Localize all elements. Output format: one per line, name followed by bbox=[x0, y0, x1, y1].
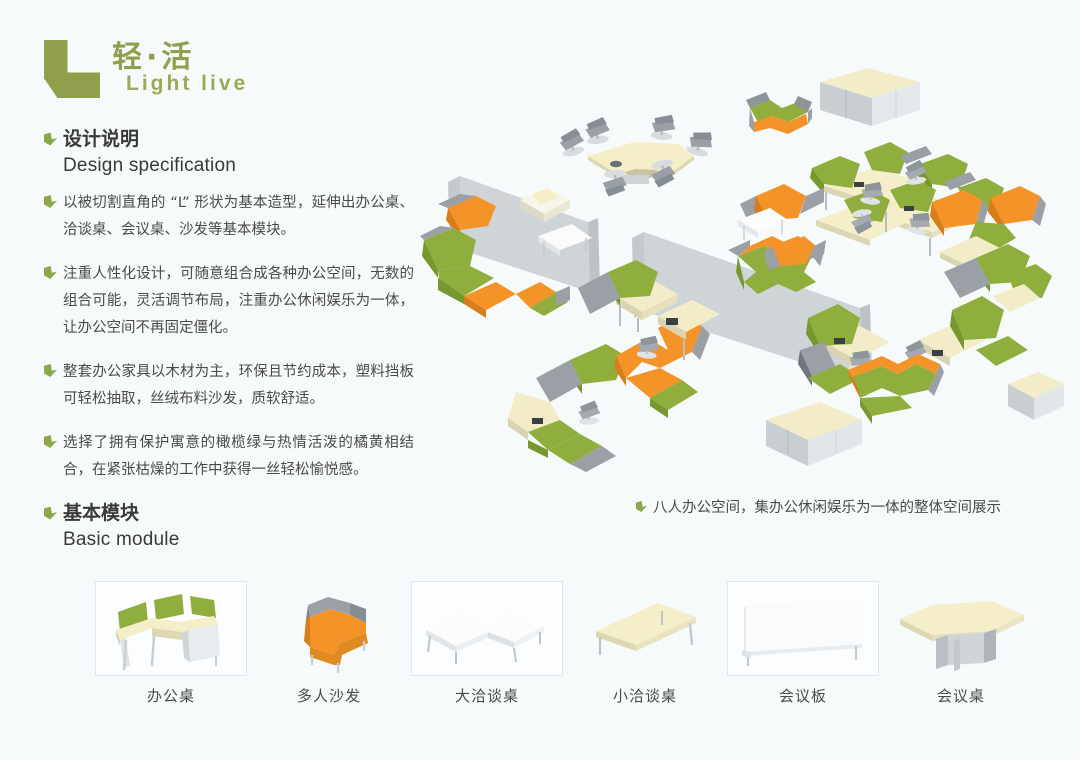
spec-heading-cn-row: 设计说明 bbox=[44, 126, 236, 152]
leaf-bullet-icon bbox=[44, 132, 57, 146]
basic-module-list: 办公桌 多人沙发 bbox=[95, 576, 1036, 706]
conference-table-cluster bbox=[557, 112, 716, 197]
workstation-right-mid bbox=[944, 244, 1052, 312]
module-label: 办公桌 bbox=[146, 687, 195, 705]
brand-name-cn: 轻·活 bbox=[112, 40, 196, 75]
leaf-bullet-icon bbox=[44, 266, 57, 279]
small-negotiation-table-icon bbox=[570, 583, 720, 676]
leaf-bullet-icon bbox=[44, 195, 57, 208]
module-label: 会议桌 bbox=[936, 687, 985, 705]
multi-person-sofa-icon bbox=[254, 583, 404, 676]
module-item-multi-person-sofa[interactable]: 多人沙发 bbox=[254, 583, 404, 706]
spec-paragraph-text: 选择了拥有保护寓意的橄榄绿与热情活泼的橘黄相结合，在紧张枯燥的工作中获得一丝轻松… bbox=[63, 435, 414, 478]
workstation-center bbox=[578, 260, 720, 360]
module-heading-cn: 基本模块 bbox=[63, 502, 140, 524]
spec-paragraph-item: 选择了拥有保护寓意的橄榄绿与热情活泼的橘黄相结合，在紧张枯燥的工作中获得一丝轻松… bbox=[44, 430, 414, 484]
design-specification-heading: 设计说明 Design specification bbox=[44, 126, 236, 180]
spec-paragraph-text: 整套办公家具以木材为主，环保且节约成本，塑料挡板可轻松抽取，丝绒布料沙发，质软舒… bbox=[63, 364, 414, 407]
module-label: 会议板 bbox=[778, 687, 827, 705]
large-negotiation-table-icon bbox=[411, 581, 563, 676]
storage-cabinet-right bbox=[1008, 372, 1064, 420]
spec-paragraph-item: 以被切割直角的 “L” 形状为基本造型，延伸出办公桌、洽谈桌、会议桌、沙发等基本… bbox=[44, 190, 414, 244]
small-white-tables bbox=[738, 208, 788, 240]
module-heading-en: Basic module bbox=[63, 529, 180, 550]
module-label: 小洽谈桌 bbox=[612, 687, 677, 705]
storage-cabinet-top bbox=[820, 68, 920, 126]
leaf-bullet-icon bbox=[44, 435, 57, 448]
spec-paragraph-item: 注重人性化设计，可随意组合成各种办公空间，无数的组合可能，灵活调节布局，注重办公… bbox=[44, 261, 414, 342]
spec-paragraph-text: 注重人性化设计，可随意组合成各种办公空间，无数的组合可能，灵活调节布局，注重办公… bbox=[63, 266, 414, 336]
brand-logo: 轻·活 Light live bbox=[44, 32, 374, 110]
spec-heading-en: Design specification bbox=[63, 155, 236, 176]
spec-paragraph-item: 整套办公家具以木材为主，环保且节约成本，塑料挡板可轻松抽取，丝绒布料沙发，质软舒… bbox=[44, 359, 414, 413]
office-layout-render bbox=[420, 60, 1065, 490]
render-caption: 八人办公空间，集办公休闲娱乐为一体的整体空间展示 bbox=[636, 496, 1056, 517]
leaf-bullet-icon bbox=[44, 506, 57, 520]
l-shape-logo-mark-icon bbox=[44, 40, 100, 98]
meeting-partition-board-icon bbox=[727, 581, 879, 676]
module-item-small-negotiation-table[interactable]: 小洽谈桌 bbox=[570, 583, 720, 706]
module-item-meeting-table[interactable]: 会议桌 bbox=[886, 583, 1036, 706]
module-label: 多人沙发 bbox=[296, 687, 361, 705]
spec-heading-cn: 设计说明 bbox=[63, 128, 140, 150]
leaf-bullet-icon bbox=[44, 364, 57, 377]
module-heading-cn-row: 基本模块 bbox=[44, 500, 179, 526]
design-specification-list: 以被切割直角的 “L” 形状为基本造型，延伸出办公桌、洽谈桌、会议桌、沙发等基本… bbox=[44, 190, 414, 501]
brand-name-en: Light live bbox=[126, 72, 249, 95]
module-item-large-negotiation-table[interactable]: 大洽谈桌 bbox=[411, 581, 563, 706]
module-item-office-desk[interactable]: 办公桌 bbox=[95, 581, 247, 706]
module-item-meeting-partition-board[interactable]: 会议板 bbox=[727, 581, 879, 706]
meeting-table-icon bbox=[886, 583, 1036, 676]
module-label: 大洽谈桌 bbox=[454, 687, 519, 705]
render-caption-text: 八人办公空间，集办公休闲娱乐为一体的整体空间展示 bbox=[653, 500, 1001, 516]
workstation-pod-bottom-right bbox=[766, 296, 1028, 466]
spec-paragraph-text: 以被切割直角的 “L” 形状为基本造型，延伸出办公桌、洽谈桌、会议桌、沙发等基本… bbox=[63, 195, 414, 238]
x-shaped-booth-top bbox=[746, 92, 812, 134]
leaf-bullet-icon bbox=[636, 501, 647, 512]
office-desk-icon bbox=[95, 581, 247, 676]
small-booth-mid bbox=[764, 236, 826, 270]
c-shaped-lounge-left bbox=[420, 188, 592, 318]
basic-module-heading: 基本模块 Basic module bbox=[44, 500, 179, 554]
